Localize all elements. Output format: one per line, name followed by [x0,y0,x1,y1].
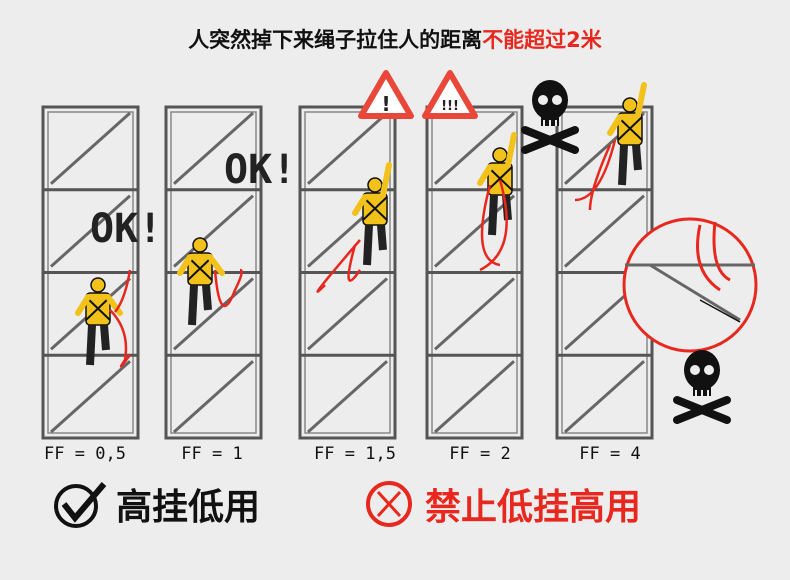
ok-label-1: OK! [90,206,162,252]
arm [352,194,368,216]
lanyard-rope [109,309,131,368]
harness [617,116,643,141]
ok-label-2: OK! [224,147,296,193]
arm [607,114,623,136]
tower-diagonal [563,194,646,268]
worker-figure [607,82,647,186]
arm [75,294,91,316]
legend-correct-text: 高挂低用 [116,487,261,528]
tower-diagonal [172,111,255,185]
legs [188,284,212,326]
skull-eye [552,95,562,105]
tower-diagonal [433,277,516,351]
lanyard-rope [347,244,362,282]
ff-label-3: FF = 1,5 [314,444,396,464]
tower-diagonal [433,194,516,268]
tower-diagonal [563,360,646,434]
tower-diagonal [306,111,389,185]
harness [487,166,513,191]
tower-diagonal [172,360,255,434]
skull-eye [690,365,700,375]
skull-jaw [693,382,711,396]
tower-diagonal [49,360,132,434]
ff-label-2: FF = 1 [181,444,243,464]
warning-mark-2: !!! [441,99,459,114]
zoom-circle [622,217,758,353]
scaffold-tower [298,105,397,440]
tower-diagonal [306,277,389,351]
lanyard-rope [479,179,508,272]
lanyard-rope [588,144,612,211]
skull-eye [538,95,548,105]
helmet [90,277,106,293]
lanyard-rope [480,184,501,267]
arm [105,294,123,316]
title: 人突然掉下来绳子拉住人的距离不能超过2米 [0,24,790,54]
scaffold-towers [41,105,654,440]
harness [187,256,213,281]
title-black: 人突然掉下来绳子拉住人的距离 [188,28,483,52]
worker-figure [352,162,392,266]
tower-diagonal [49,194,132,268]
tower-diagonal [433,360,516,434]
tower-diagonal [306,360,389,434]
skull-icon [673,350,731,424]
helmet [367,177,383,193]
warning-sign-2: !!! [422,70,478,119]
title-red: 不能超过2米 [482,28,602,52]
ff-label-4: FF = 2 [449,444,511,464]
helmet [192,237,208,253]
tower-diagonal [49,111,132,185]
crossbones [521,126,579,154]
workers [75,82,647,368]
ff-label-1: FF = 0,5 [44,444,126,464]
scaffold-tower [164,105,263,440]
tower-diagonal [172,277,255,351]
arm [477,164,493,186]
lanyard-rope [114,269,132,313]
worker-figure [477,132,517,236]
arm [207,254,225,276]
worker-figure [177,237,225,326]
helmet [492,147,508,163]
arm [380,162,392,198]
legend-prohibited: 禁止低挂高用 [365,478,641,530]
lanyard-rope [316,239,361,293]
arm [177,254,193,276]
ff-label-5: FF = 4 [579,444,641,464]
skull-jaw [541,112,559,126]
arm [505,132,517,168]
tower-diagonal [433,111,516,185]
worker-figure [75,277,123,366]
harness [362,196,388,221]
crossbones [673,396,731,424]
lanyard-rope [574,139,617,202]
legend-prohibited-text: 禁止低挂高用 [425,487,642,528]
arm [635,82,647,118]
skull-head [684,350,720,390]
check-circle-icon [54,482,107,528]
zoom-arrow [699,299,741,323]
skull-teeth [543,120,557,126]
skull-icon [521,80,579,154]
zoom-rope [696,221,731,292]
legs [618,144,642,186]
legs [86,324,110,366]
legs [363,224,387,266]
lanyard-rope [213,268,243,308]
scaffold-tower [41,105,140,440]
warning-sign-1: ! [358,70,414,119]
skull-teeth [695,390,709,396]
tower-diagonal [172,194,255,268]
legend-correct: 高挂低用 [52,478,260,530]
skull-head [532,80,568,120]
helmet [622,97,638,113]
zoom-diagonal [649,263,741,322]
skull-eye [704,365,714,375]
warning-mark-1: ! [381,92,390,116]
harness [85,296,111,321]
x-circle-icon [366,481,412,527]
